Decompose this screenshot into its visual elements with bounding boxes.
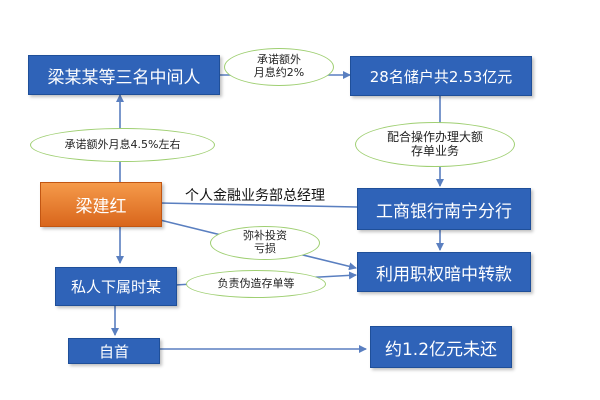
- node-surrender: 自首: [68, 338, 160, 364]
- label-monthly-45pct: 承诺额外月息4.5%左右: [30, 128, 215, 162]
- node-abuse-transfer: 利用职权暗中转款: [357, 252, 531, 292]
- node-depositors: 28名储户共2.53亿元: [350, 56, 532, 96]
- label-large-deposit: 配合操作办理大额 存单业务: [355, 122, 515, 167]
- line-liang-to-icbc: [159, 202, 358, 208]
- label-compensate: 弥补投资 亏损: [210, 226, 320, 260]
- node-intermediaries: 梁某某等三名中间人: [28, 55, 220, 95]
- node-liang-jianhong: 梁建红: [40, 182, 162, 227]
- node-icbc-nanning: 工商银行南宁分行: [357, 188, 531, 230]
- node-unreturned: 约1.2亿元未还: [370, 326, 512, 368]
- node-subordinate: 私人下属时某: [55, 267, 177, 306]
- label-manager-title: 个人金融业务部总经理: [185, 188, 325, 204]
- label-forge: 负责伪造存单等: [186, 270, 326, 298]
- label-monthly-2pct: 承诺额外 月息约2%: [224, 48, 334, 86]
